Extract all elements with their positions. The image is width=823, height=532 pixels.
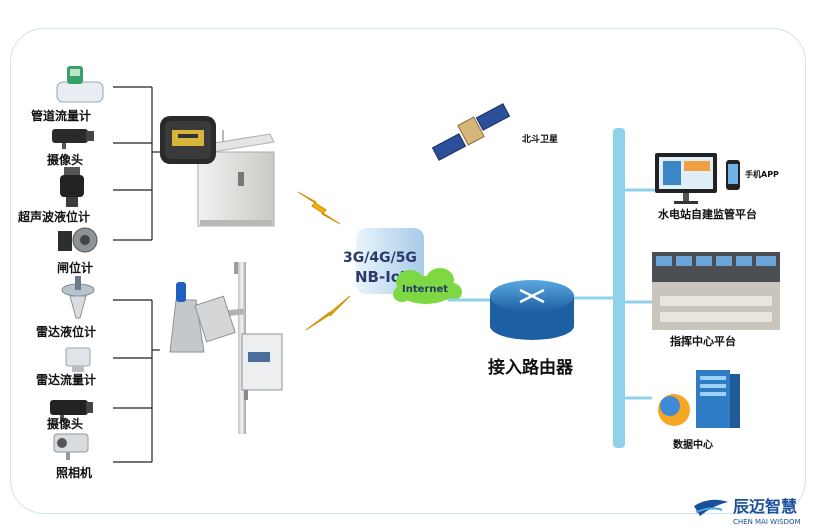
radar-flow-icon	[65, 347, 91, 372]
command-center-label: 指挥中心平台	[670, 334, 736, 348]
network-bus	[613, 128, 625, 448]
cellular-label: 3G/4G/5G	[343, 250, 417, 266]
pipe-flow-meter-label: 管道流量计	[31, 108, 91, 123]
brand-name-en: CHEN MAI WISDOM	[733, 518, 801, 526]
radar-level-icon	[61, 276, 95, 319]
router-icon	[490, 280, 574, 340]
camera-label: 摄像头	[47, 416, 83, 431]
radar-flow-label: 雷达流量计	[36, 372, 96, 387]
sensor-bracket-bottom	[113, 299, 160, 463]
rtu-device-icon	[160, 116, 216, 164]
command-center-icon	[652, 252, 780, 330]
brand-logo-icon	[694, 499, 728, 516]
brand-name-cn: 辰迈智慧	[733, 497, 797, 516]
sensor-bracket-top	[113, 86, 160, 241]
phone-icon	[726, 160, 740, 190]
photo-camera-icon	[53, 433, 89, 460]
mobile-app-label: 手机APP	[745, 169, 779, 179]
gate-position-icon	[58, 227, 98, 253]
ultrasonic-level-icon	[60, 167, 84, 207]
monitoring-pole-icon	[169, 262, 283, 434]
internet-label: Internet	[402, 284, 448, 295]
satellite-icon	[431, 103, 511, 161]
outdoor-cabinet-icon	[195, 130, 275, 227]
self-built-platform-label: 水电站自建监管平台	[658, 207, 757, 221]
camera-icon	[52, 129, 94, 149]
lightning-icon	[297, 191, 351, 331]
cloud-icon	[393, 268, 462, 304]
router-label: 接入路由器	[488, 357, 574, 378]
diagram-frame	[10, 28, 806, 514]
data-center-label: 数据中心	[673, 438, 713, 451]
pipe-flow-meter-icon	[56, 66, 104, 103]
camera-label: 摄像头	[47, 152, 83, 167]
gate-position-label: 闸位计	[57, 260, 93, 275]
data-center-icon	[658, 370, 740, 428]
monitor-icon	[655, 153, 717, 204]
radar-level-label: 雷达液位计	[36, 324, 96, 339]
camera-icon	[50, 400, 93, 421]
ultrasonic-level-label: 超声波液位计	[17, 209, 90, 224]
photo-camera-label: 照相机	[56, 465, 92, 480]
satellite-label: 北斗卫星	[522, 133, 558, 145]
